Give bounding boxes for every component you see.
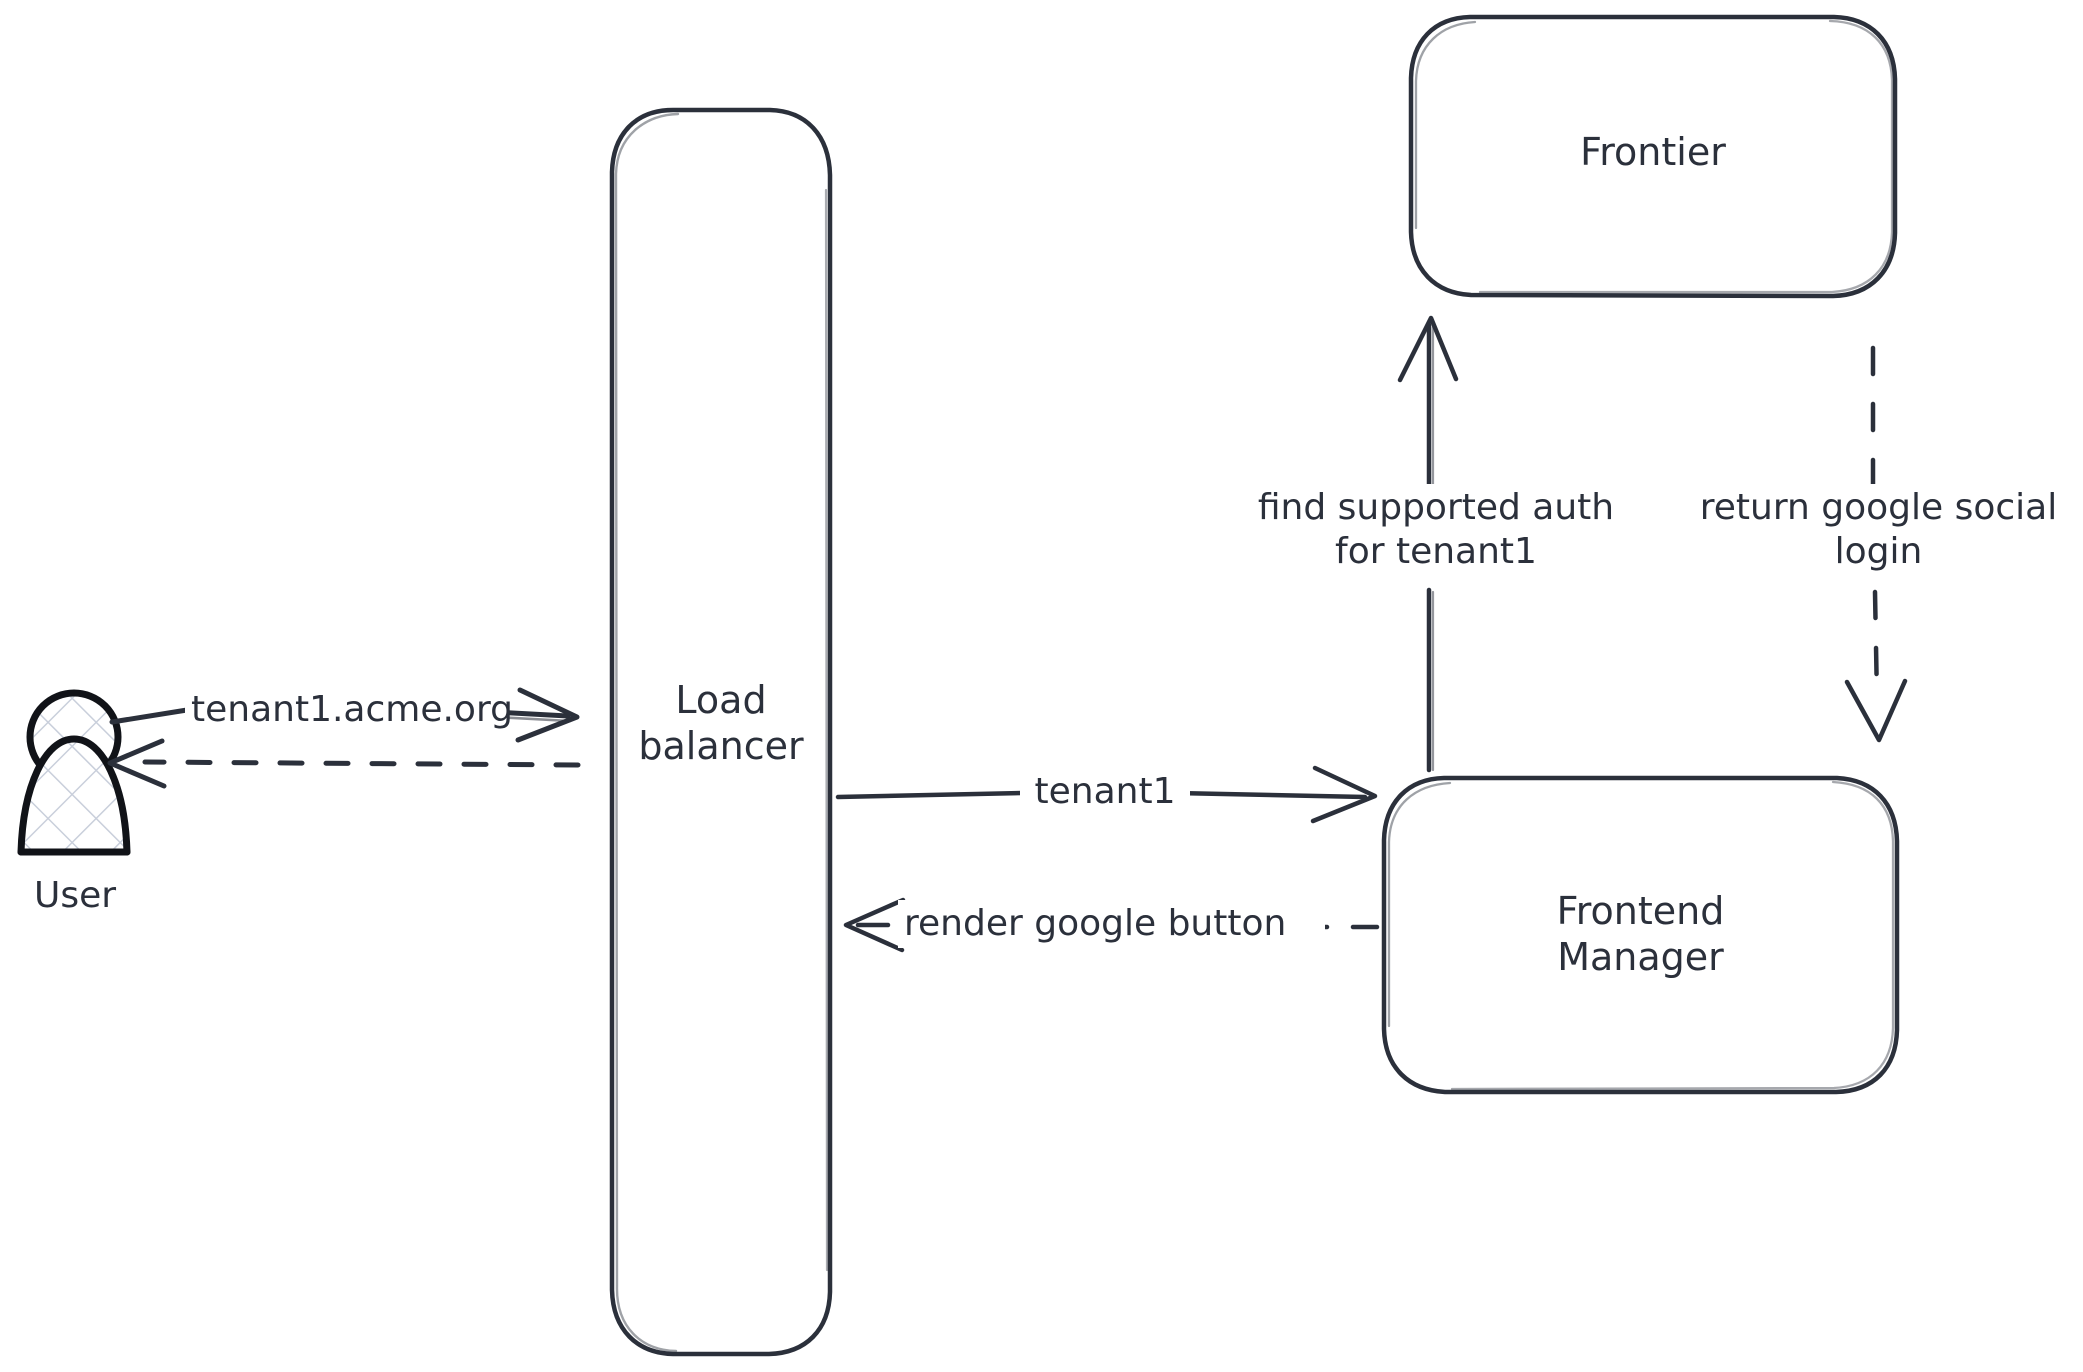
edge-lb-to-user[interactable] xyxy=(107,738,581,789)
edge-fm-to-frontier[interactable] xyxy=(1397,315,1459,773)
node-frontier[interactable] xyxy=(1411,17,1897,297)
user-actor-icon xyxy=(17,689,131,856)
user-actor[interactable] xyxy=(10,690,140,920)
edge-lb-to-fm[interactable] xyxy=(835,765,1378,824)
node-frontier-shape[interactable] xyxy=(1408,14,1898,299)
edge-user-to-lb[interactable] xyxy=(109,687,580,743)
node-load-balancer-shape[interactable] xyxy=(609,107,833,1357)
edge-fm-to-lb[interactable] xyxy=(843,897,1380,953)
edge-frontier-to-fm[interactable] xyxy=(1844,345,1908,743)
node-frontend-manager-shape[interactable] xyxy=(1381,775,1900,1095)
node-frontend-manager[interactable] xyxy=(1384,778,1899,1093)
node-load-balancer[interactable] xyxy=(612,110,832,1355)
